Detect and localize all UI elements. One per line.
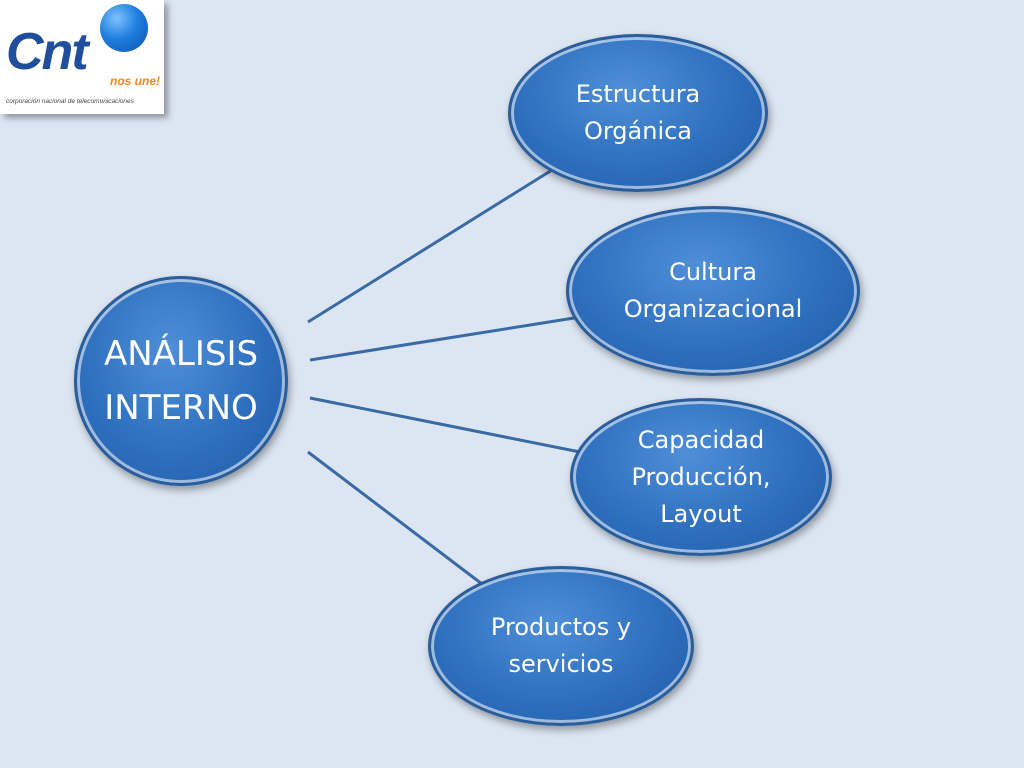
connector-cultura — [309, 316, 575, 362]
node-label: Cultura Organizacional — [623, 258, 803, 323]
node-estructura-organica: Estructura Orgánica — [508, 34, 768, 192]
logo-wordmark: Cnt — [6, 23, 89, 81]
connector-capacidad — [309, 396, 581, 454]
connector-productos — [307, 450, 483, 586]
node-label: Capacidad Producción, Layout — [631, 425, 771, 528]
node-label: Estructura Orgánica — [575, 80, 701, 145]
node-productos-servicios: Productos y servicios — [428, 566, 694, 726]
node-label: ANÁLISIS INTERNO — [103, 334, 259, 428]
logo-sphere-icon — [100, 4, 148, 52]
node-analisis-interno: ANÁLISIS INTERNO — [74, 276, 288, 486]
node-label: Productos y servicios — [490, 613, 632, 678]
node-capacidad-produccion: Capacidad Producción, Layout — [570, 398, 832, 556]
cnt-logo: Cnt nos une! corporación nacional de tel… — [0, 0, 164, 114]
logo-subtitle: corporación nacional de telecomunicacion… — [6, 98, 134, 105]
node-cultura-organizacional: Cultura Organizacional — [566, 206, 860, 376]
logo-tagline: nos une! — [110, 74, 160, 88]
connector-estructura — [307, 168, 553, 324]
